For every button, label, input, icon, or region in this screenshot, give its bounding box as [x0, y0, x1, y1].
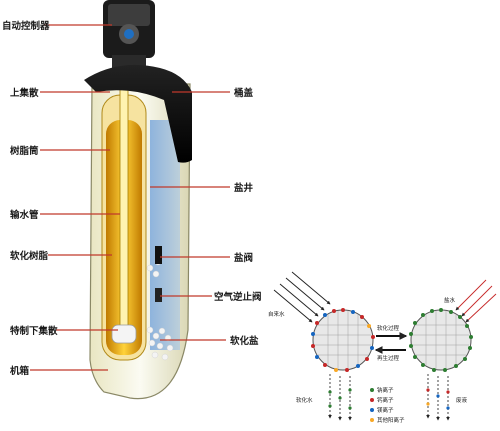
right-resin-sphere	[409, 308, 473, 372]
legend-calcium: 钙离子	[377, 396, 394, 404]
label-automatic-controller: 自动控制器	[2, 20, 50, 32]
distributor-tube	[119, 71, 129, 343]
brine-well	[150, 120, 180, 350]
label-upper-distributor: 上集散	[10, 87, 39, 99]
label-lower-distributor: 特制下集散	[10, 325, 58, 337]
label-softening-process: 软化过程	[377, 324, 400, 332]
label-tank-lid: 桶盖	[233, 87, 254, 99]
label-brine-valve: 盐阀	[234, 252, 253, 264]
legend-other-cations: 其他阳离子	[377, 416, 405, 424]
tap-water-arrows	[273, 271, 331, 323]
ion-exchange-diagram: 自来水	[268, 271, 497, 424]
left-sphere-ions	[311, 308, 375, 372]
label-brine: 盐水	[444, 296, 456, 304]
right-sphere-ions	[409, 308, 473, 372]
brine-valve	[155, 246, 162, 264]
label-air-check-valve: 空气逆止阀	[214, 291, 262, 303]
label-waste: 废液	[456, 396, 468, 404]
water-softener-illustration	[84, 0, 192, 400]
label-soft-water: 软化水	[296, 396, 313, 404]
legend-swatch-magnesium	[370, 408, 374, 412]
label-regeneration-process: 再生过程	[377, 354, 400, 362]
label-brine-well: 盐井	[234, 182, 254, 194]
legend-swatch-calcium	[370, 398, 374, 402]
air-check-valve	[155, 288, 162, 302]
label-tap-water: 自来水	[268, 310, 285, 318]
legend-swatch-sodium	[370, 388, 374, 392]
label-resin-tank: 树脂筒	[10, 145, 39, 157]
legend-magnesium: 镁离子	[377, 406, 394, 414]
tank-lid	[84, 64, 192, 163]
label-softening-salt: 软化盐	[230, 335, 259, 347]
label-cabinet: 机箱	[10, 365, 30, 377]
control-head	[103, 0, 155, 69]
legend-swatch-other	[370, 418, 374, 422]
brine-arrows	[455, 279, 497, 323]
leader-lines	[30, 24, 230, 371]
label-riser-tube: 输水管	[10, 209, 39, 221]
ion-legend: 钠离子 钙离子 镁离子 其他阳离子	[370, 386, 405, 424]
left-resin-sphere	[311, 308, 375, 372]
label-softening-resin: 软化树脂	[10, 250, 49, 262]
process-arrows	[374, 332, 408, 354]
waste-outflow	[426, 374, 450, 421]
legend-sodium: 钠离子	[377, 386, 394, 394]
